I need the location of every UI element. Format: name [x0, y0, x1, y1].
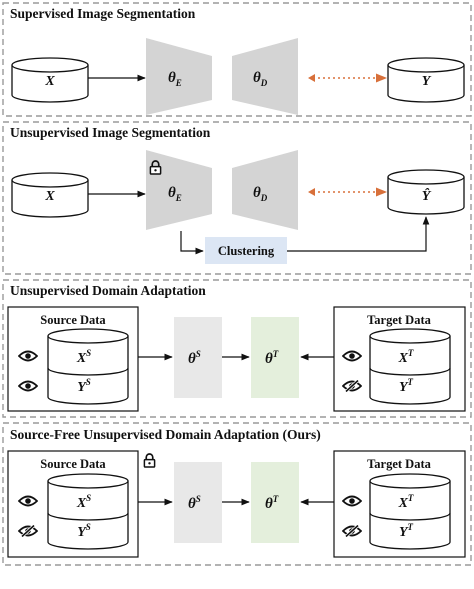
- encoder-trapezoid: [146, 38, 212, 115]
- decoder-label-2: θD: [253, 185, 268, 203]
- model-target-box: [251, 317, 299, 398]
- source-stack-cylinder-2: XS YS: [47, 473, 129, 550]
- theta-t-label-2: θT: [265, 494, 279, 512]
- section-4-title: Source-Free Unsupervised Domain Adaptati…: [10, 427, 321, 442]
- model-source-box-2: [174, 462, 222, 543]
- ys-label: YS: [77, 377, 91, 395]
- section-3-border: [2, 279, 472, 418]
- encoder-trapezoid-2: [146, 150, 212, 230]
- decoder-trapezoid-2: [232, 150, 298, 230]
- model-source-box: [174, 317, 222, 398]
- section-3-title: Unsupervised Domain Adaptation: [10, 283, 206, 298]
- input-cylinder-x-2: X: [11, 172, 89, 218]
- section-1-border: [2, 2, 472, 117]
- encoder-label: θE: [168, 70, 182, 88]
- clustering-box: [205, 237, 287, 264]
- xt-label-2: XT: [398, 493, 414, 511]
- x-label: X: [44, 74, 55, 89]
- theta-s-label-2: θS: [188, 494, 201, 512]
- clustering-label: Clustering: [218, 244, 275, 258]
- source-data-label: Source Data: [40, 313, 106, 327]
- section-2-title: Unsupervised Image Segmentation: [10, 125, 211, 140]
- section-2-border: [2, 121, 472, 275]
- xs-label-2: XS: [76, 493, 91, 511]
- source-stack-cylinder: XS YS: [47, 328, 129, 405]
- yt-label: YT: [399, 377, 414, 395]
- theta-s-label: θS: [188, 349, 201, 367]
- model-target-box-2: [251, 462, 299, 543]
- yt-label-2: YT: [399, 522, 414, 540]
- decoder-trapezoid: [232, 38, 298, 115]
- input-cylinder-x: X: [11, 57, 89, 103]
- y-label: Y: [422, 74, 432, 89]
- xt-label: XT: [398, 348, 414, 366]
- xs-label: XS: [76, 348, 91, 366]
- lock-icon: [143, 453, 156, 468]
- output-cylinder-y-hat: Ŷ: [387, 169, 465, 215]
- target-data-label-2: Target Data: [367, 457, 432, 471]
- output-cylinder-y: Y: [387, 57, 465, 103]
- source-data-label-2: Source Data: [40, 457, 106, 471]
- ys-label-2: YS: [77, 522, 91, 540]
- x-label-2: X: [44, 189, 55, 204]
- target-data-label: Target Data: [367, 313, 432, 327]
- theta-t-label: θT: [265, 349, 279, 367]
- target-stack-cylinder-2: XT YT: [369, 473, 451, 550]
- section-4-border: [2, 422, 472, 566]
- section-1-title: Supervised Image Segmentation: [10, 6, 196, 21]
- target-stack-cylinder: XT YT: [369, 328, 451, 405]
- encoder-label-2: θE: [168, 185, 182, 203]
- decoder-label: θD: [253, 70, 268, 88]
- y-hat-label: Ŷ: [422, 187, 432, 204]
